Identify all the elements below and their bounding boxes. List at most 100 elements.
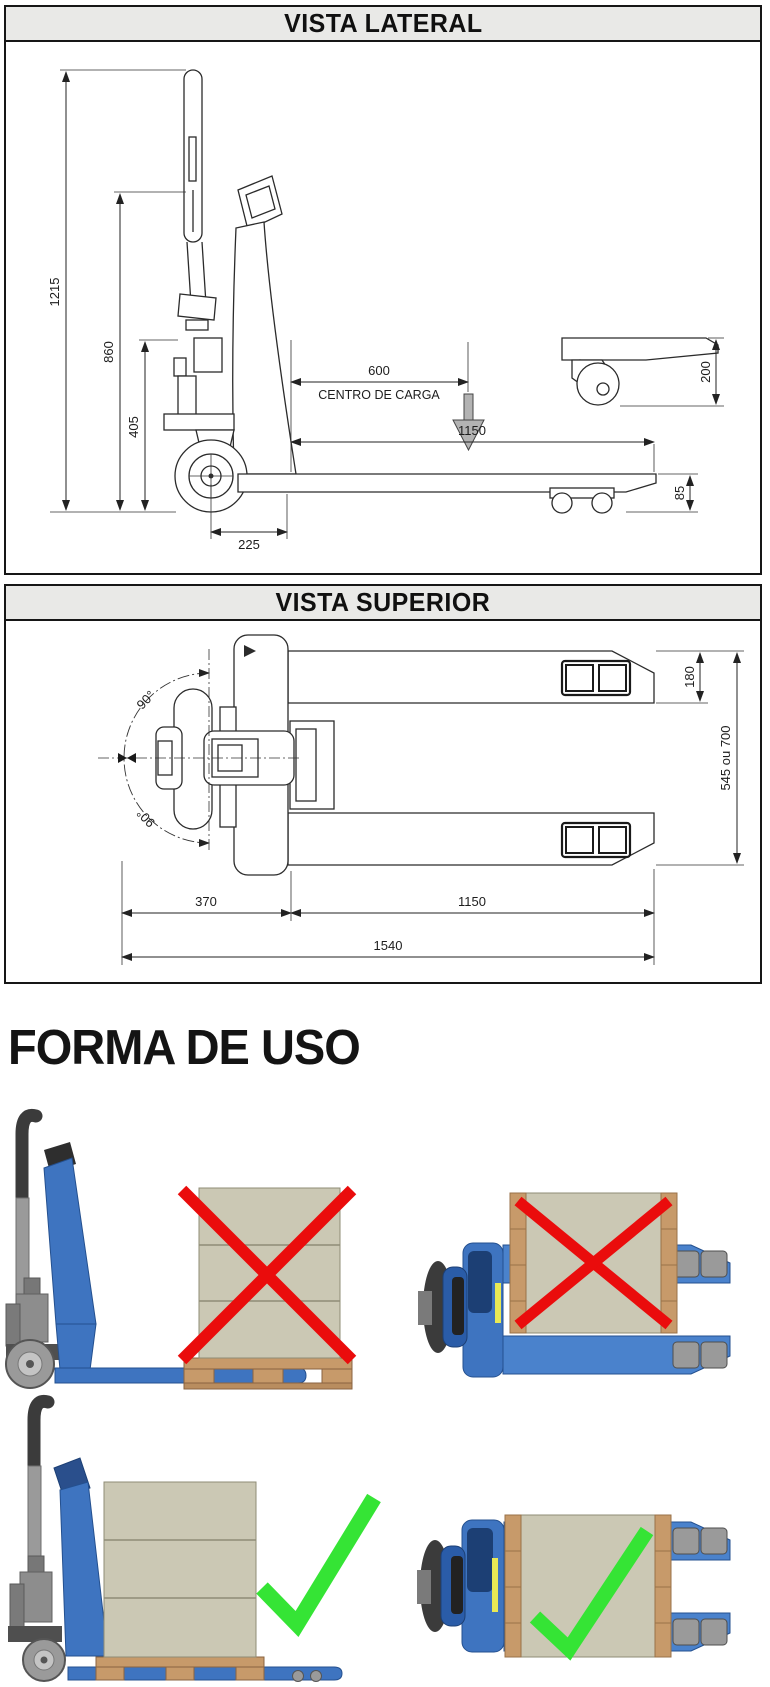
- usage-side-incorrect-illustration: [5, 1108, 357, 1390]
- dim-total-height-label: 1215: [47, 278, 62, 307]
- dim-lowered-height-label: 405: [126, 416, 141, 438]
- hydraulic-block-top: [289, 720, 335, 810]
- tandem-roller: [591, 492, 613, 514]
- mast: [232, 221, 297, 475]
- red-x-mark: [514, 1196, 673, 1330]
- pallet-block: [95, 1666, 125, 1681]
- fork-roller: [292, 1670, 304, 1682]
- scale-strip: [492, 1558, 498, 1612]
- dim-overall-length-label: 1540: [374, 938, 403, 953]
- side-view-titlebar: VISTA LATERAL: [6, 7, 760, 42]
- truck-fork: [67, 1666, 343, 1681]
- orientation-marker: [244, 645, 256, 657]
- indicator-head: [237, 175, 283, 231]
- pallet-with-boxes: [95, 1481, 265, 1681]
- dimension-lowered-height: 405: [126, 339, 178, 511]
- load-arrow-head: [452, 419, 485, 452]
- roller-bracket: [549, 487, 615, 499]
- dim-load-center-value: 600: [368, 363, 390, 378]
- top-view-titlebar: VISTA SUPERIOR: [6, 586, 760, 621]
- truck-mast: [59, 1481, 109, 1657]
- dimension-total-height: 1215: [47, 69, 186, 511]
- dimension-fork-length-side: 1150: [290, 423, 655, 472]
- caster-wheel: [576, 362, 620, 406]
- carriage-detail: [467, 1528, 493, 1592]
- box-stack: [103, 1481, 257, 1658]
- pallet-crosswise: [509, 1192, 678, 1334]
- dim-load-center-label: CENTRO DE CARGA: [318, 388, 440, 402]
- base-plate: [163, 413, 235, 431]
- load-arrow-shaft: [463, 393, 474, 421]
- upper-fork-rollers: [560, 659, 632, 697]
- pallet-centered: [504, 1514, 672, 1658]
- tiller-grip: [418, 1291, 432, 1325]
- fork-roller: [700, 1618, 728, 1646]
- pallet-deck: [95, 1656, 265, 1668]
- pallet-truck-top-drawing: 90° 90°: [98, 634, 655, 876]
- dimension-overall-width: 545 ou 700: [656, 652, 744, 866]
- usage-top-incorrect-illustration: [418, 1192, 731, 1378]
- pallet-edge: [504, 1514, 522, 1658]
- fork-roller: [672, 1618, 700, 1646]
- dimension-wheel-offset: 225: [210, 484, 288, 552]
- pump-cylinder: [177, 375, 197, 419]
- handle-outline: [183, 69, 203, 243]
- side-view-drawing-area: 200 1215 860 405: [6, 42, 760, 573]
- dimension-fork-length-top: 1150: [290, 869, 655, 965]
- tiller-grip: [417, 1570, 431, 1604]
- dimension-overall-length: 1540: [121, 938, 655, 961]
- fork-roller: [700, 1527, 728, 1555]
- top-view-drawing-area: 90° 90° 180 545 ou 700 370: [6, 621, 760, 982]
- dim-fork-length-top-label: 1150: [458, 894, 486, 909]
- steering-arc: [123, 669, 210, 847]
- dim-overall-width-label: 545 ou 700: [718, 725, 733, 790]
- red-x-mark: [177, 1185, 357, 1365]
- usage-top-incorrect: [385, 1075, 770, 1395]
- fork-roller: [310, 1670, 322, 1682]
- pallet-bottom-board: [183, 1382, 353, 1390]
- fork-roller: [700, 1341, 728, 1369]
- dim-fork-length-label: 1150: [458, 423, 486, 438]
- pallet-truck-side-photo: [8, 1394, 343, 1682]
- usage-heading: FORMA DE USO: [8, 1019, 361, 1075]
- tandem-roller: [551, 492, 573, 514]
- pallet-truck-side-photo: [5, 1108, 307, 1389]
- usage-top-correct-illustration: [417, 1514, 731, 1661]
- usage-side-correct-illustration: [8, 1394, 381, 1682]
- pallet-truck-side-drawing: [50, 69, 657, 514]
- dimension-fork-lowered-height: 85: [626, 473, 698, 513]
- handle-pivot: [177, 293, 217, 321]
- lower-fork-rollers: [560, 821, 632, 859]
- fork-roller: [672, 1341, 700, 1369]
- carriage-detail: [468, 1251, 492, 1313]
- truck-pump: [19, 1571, 53, 1623]
- dim-wheel-offset-label: 225: [238, 537, 260, 552]
- green-check-mark: [529, 1526, 654, 1661]
- dimension-load-center: 600 CENTRO DE CARGA: [290, 340, 485, 472]
- fork-roller: [672, 1527, 700, 1555]
- green-check-mark: [256, 1493, 381, 1637]
- usage-top-correct: [385, 1380, 770, 1682]
- top-view-panel: VISTA SUPERIOR: [4, 584, 762, 984]
- fork-tip-detail-drawing: 200: [561, 337, 724, 407]
- pallet-edge: [654, 1514, 672, 1658]
- pallet-block: [165, 1666, 195, 1681]
- truck-handle: [15, 1108, 43, 1211]
- truck-pump: [15, 1293, 49, 1343]
- dimension-fork-width: 180: [656, 650, 744, 704]
- scale-strip: [495, 1283, 501, 1323]
- truck-mast: [43, 1157, 97, 1325]
- dimension-head-length: 370: [121, 861, 292, 965]
- top-view-title: VISTA SUPERIOR: [275, 587, 491, 617]
- steer-angle-bottom-label: 90°: [134, 806, 158, 831]
- pallet-edge: [509, 1192, 527, 1334]
- steer-angle-top-label: 90°: [134, 688, 158, 713]
- dim-fork-width-label: 180: [682, 666, 697, 688]
- pallet-edge: [660, 1192, 678, 1334]
- usage-side-correct: [0, 1340, 385, 1682]
- pump-block: [193, 337, 223, 373]
- truck-handle: [27, 1394, 55, 1477]
- dim-lift-height: 200: [698, 361, 713, 383]
- side-view-panel: VISTA LATERAL: [4, 5, 762, 575]
- pallet-block: [235, 1666, 265, 1681]
